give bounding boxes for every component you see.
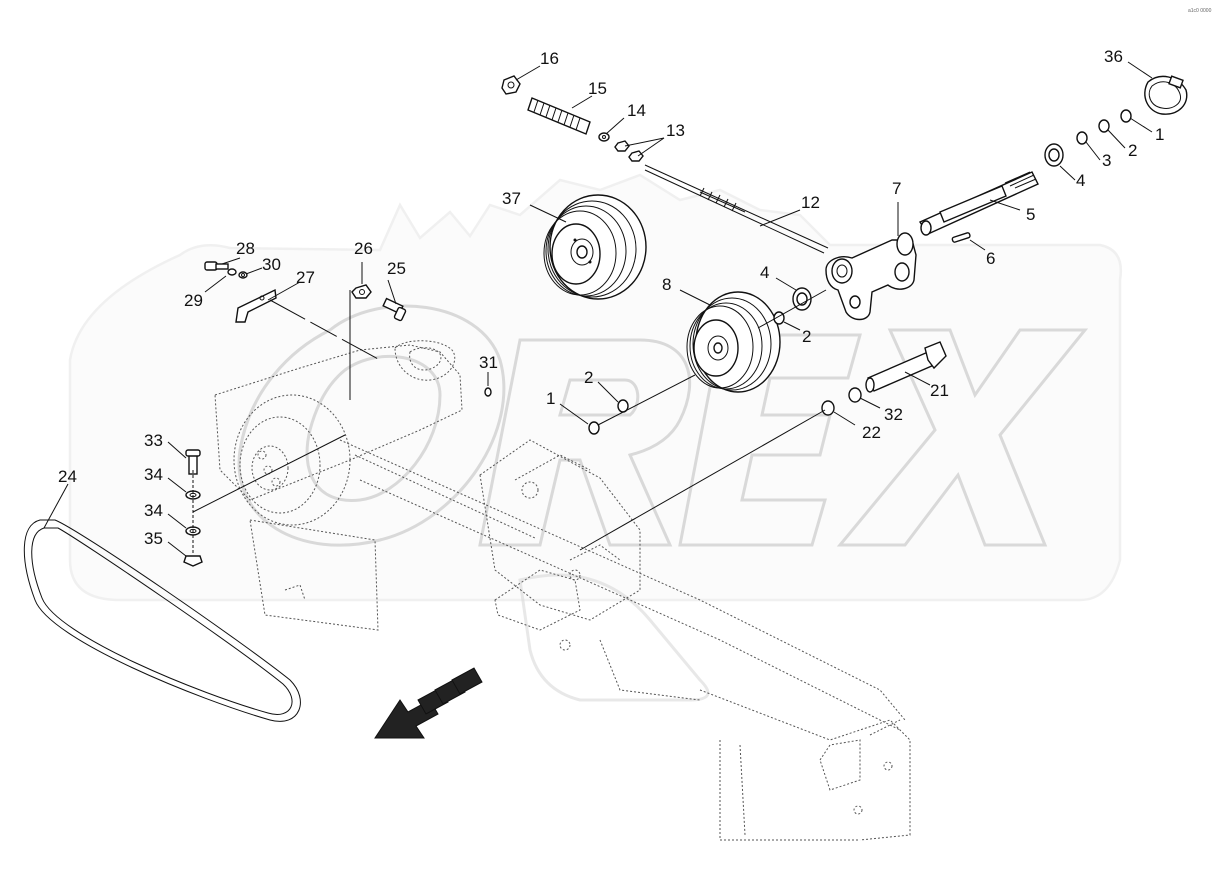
shaft-assembly xyxy=(588,75,1188,435)
callout-3: 3 xyxy=(1102,151,1111,170)
callout-4-upper: 4 xyxy=(1076,171,1085,190)
bracket-fasteners xyxy=(204,261,381,361)
callout-4-lower: 4 xyxy=(760,263,769,282)
pivot-pin xyxy=(579,341,947,551)
callout-1-lower: 1 xyxy=(546,389,555,408)
callout-34-lower: 34 xyxy=(144,501,163,520)
callout-2-lower: 2 xyxy=(584,368,593,387)
callouts: 16 15 14 13 12 37 8 7 5 6 4 3 2 1 36 4 2… xyxy=(58,47,1164,548)
callout-37: 37 xyxy=(502,189,521,208)
v-belt xyxy=(23,519,301,722)
callout-16: 16 xyxy=(540,49,559,68)
callout-36: 36 xyxy=(1104,47,1123,66)
callout-12: 12 xyxy=(801,193,820,212)
clip-pin xyxy=(484,387,492,397)
callout-7: 7 xyxy=(892,179,901,198)
callout-5: 5 xyxy=(1026,205,1035,224)
spring-rod-assembly xyxy=(501,75,829,254)
callout-30: 30 xyxy=(262,255,281,274)
callout-15: 15 xyxy=(588,79,607,98)
callout-34-upper: 34 xyxy=(144,465,163,484)
callout-28: 28 xyxy=(236,239,255,258)
callout-35: 35 xyxy=(144,529,163,548)
callout-6: 6 xyxy=(986,249,995,268)
callout-22: 22 xyxy=(862,423,881,442)
callout-33: 33 xyxy=(144,431,163,450)
pulley-lower xyxy=(686,291,781,393)
callout-1-upper: 1 xyxy=(1155,125,1164,144)
callout-32: 32 xyxy=(884,405,903,424)
callout-8: 8 xyxy=(662,275,671,294)
callout-13: 13 xyxy=(666,121,685,140)
callout-14: 14 xyxy=(627,101,646,120)
callout-29: 29 xyxy=(184,291,203,310)
travel-direction-arrow-icon xyxy=(374,667,483,739)
callout-2-middle: 2 xyxy=(802,327,811,346)
leader-lines xyxy=(43,61,1153,557)
frame-housing xyxy=(214,340,911,841)
pulley-upper xyxy=(543,194,647,300)
nut-bolt xyxy=(349,284,407,400)
callout-2-upper: 2 xyxy=(1128,141,1137,160)
callout-25: 25 xyxy=(387,259,406,278)
callout-26: 26 xyxy=(354,239,373,258)
callout-24: 24 xyxy=(58,467,77,486)
callout-31: 31 xyxy=(479,353,498,372)
callout-21: 21 xyxy=(930,381,949,400)
bolt-stack xyxy=(183,434,346,567)
callout-27: 27 xyxy=(296,268,315,287)
corner-code: a1c0 0000 xyxy=(1188,8,1212,14)
